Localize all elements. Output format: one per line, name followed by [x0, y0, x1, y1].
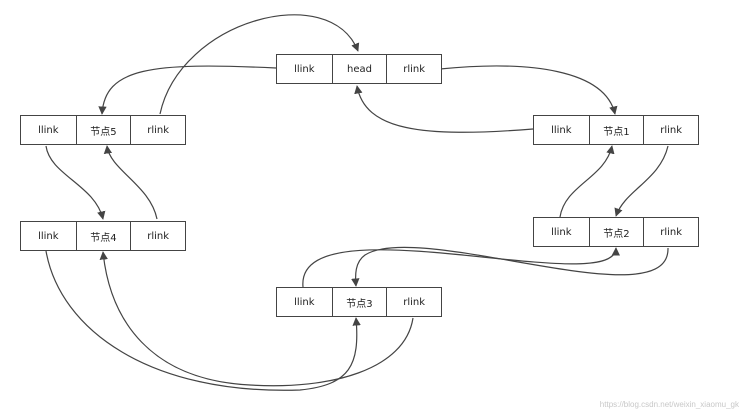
- watermark: https://blog.csdn.net/weixin_xiaomu_gk: [599, 400, 739, 409]
- arrow-node2-llink-to-node1: [559, 145, 615, 218]
- data-cell: 节点3: [331, 288, 387, 316]
- data-cell: head: [331, 55, 387, 83]
- arrow-node2-rlink-to-node3: [351, 246, 669, 287]
- arrow-node5-rlink-to-head: [159, 14, 360, 115]
- llink-cell: llink: [551, 124, 572, 136]
- rlink-cell: rlink: [643, 116, 698, 144]
- rlink-cell: rlink: [130, 222, 185, 250]
- data-cell: 节点5: [75, 116, 131, 144]
- rlink-cell: rlink: [130, 116, 185, 144]
- arrow-node4-llink-to-node3: [45, 250, 361, 391]
- node-4: llink 节点4 rlink: [20, 221, 186, 251]
- llink-cell: llink: [38, 230, 59, 242]
- rlink-cell: rlink: [386, 288, 441, 316]
- data-cell: 节点1: [588, 116, 644, 144]
- data-cell: 节点2: [588, 218, 644, 246]
- arrow-node4-rlink-to-node5: [103, 145, 158, 220]
- llink-cell: llink: [294, 296, 315, 308]
- llink-cell: llink: [294, 63, 315, 75]
- node-5: llink 节点5 rlink: [20, 115, 186, 145]
- llink-cell: llink: [38, 124, 59, 136]
- node-2: llink 节点2 rlink: [533, 217, 699, 247]
- arrow-head-llink-to-node5: [98, 65, 277, 115]
- arrow-node1-rlink-to-node2: [614, 145, 669, 217]
- rlink-cell: rlink: [643, 218, 698, 246]
- node-3: llink 节点3 rlink: [276, 287, 442, 317]
- arrow-head-rlink-to-node1: [439, 65, 618, 115]
- node-1: llink 节点1 rlink: [533, 115, 699, 145]
- rlink-cell: rlink: [386, 55, 441, 83]
- arrow-node1-llink-to-head: [354, 85, 534, 133]
- node-head: llink head rlink: [276, 54, 442, 84]
- data-cell: 节点4: [75, 222, 131, 250]
- arrow-node5-llink-to-node4: [45, 145, 106, 220]
- arrow-node3-llink-to-node2: [302, 247, 621, 288]
- llink-cell: llink: [551, 226, 572, 238]
- arrow-node3-rlink-to-node4: [99, 251, 414, 387]
